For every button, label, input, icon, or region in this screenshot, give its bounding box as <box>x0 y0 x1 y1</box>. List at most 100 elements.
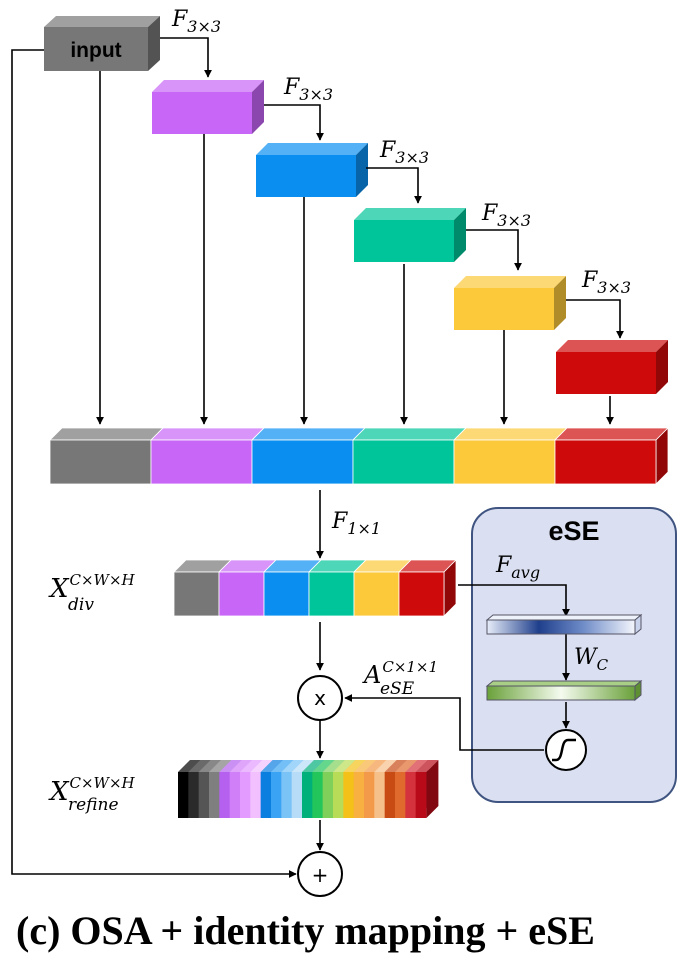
multiply-circle <box>297 675 343 721</box>
concat-segment-2-top <box>150 427 265 441</box>
arrow-attention <box>344 694 544 751</box>
x-refine-segment-4-front <box>209 772 220 818</box>
pointwise-conv-label: F1×1 <box>331 509 381 538</box>
conv-block-4 <box>454 276 566 330</box>
x-refine-segment-1-front <box>178 772 189 818</box>
x-refine-segment-6-top <box>229 760 253 772</box>
conv-label-4: F3×3 <box>481 201 531 230</box>
x-refine-segment-18-top <box>353 760 377 772</box>
x-refine-segment-10-front <box>271 772 282 818</box>
concat-segment-3-front <box>251 439 354 485</box>
x-refine-segment-24-side <box>426 760 439 818</box>
conv-label-2: F3×3 <box>283 75 333 104</box>
multiply-symbol: x <box>314 686 326 710</box>
x-refine-segment-7-top <box>240 760 263 772</box>
concat-segment-5-top <box>453 427 568 441</box>
concat-segment-4-front <box>352 439 455 485</box>
conv-block-2-top <box>256 143 368 155</box>
x-refine-segment-16-top <box>333 760 356 772</box>
arrow-conv-2 <box>264 104 324 141</box>
x-refine-segment-9-front <box>260 772 272 818</box>
fc-vector-top <box>485 680 643 687</box>
attention-sub: eSE <box>380 679 415 699</box>
x-refine-segment-21-front <box>384 772 396 818</box>
x-div-bar <box>173 559 457 617</box>
x-refine-segment-23-top <box>405 760 429 772</box>
conv-block-5 <box>556 340 668 394</box>
x-refine-segment-7-front <box>240 772 251 818</box>
x-refine-segment-23-front <box>405 772 417 818</box>
arrow-conv-3 <box>366 167 422 204</box>
conv-block-3-side <box>454 208 466 262</box>
x-refine-segment-4-top <box>209 760 232 772</box>
conv-label-3: F3×3 <box>379 138 429 167</box>
x-refine-segment-14-front <box>312 772 324 818</box>
conv-block-3-front <box>354 220 454 262</box>
sigmoid-icon <box>555 738 576 762</box>
x-refine-segment-11-front <box>281 772 293 818</box>
concat-segment-1-top <box>49 427 164 441</box>
conv-block-4-top <box>454 276 566 288</box>
x-refine-segment-1-top <box>178 760 201 772</box>
add-op: + <box>297 851 343 897</box>
conv-block-4-front <box>454 288 554 330</box>
concat-segment-4 <box>352 427 467 485</box>
x-refine-segment-24-top <box>415 760 439 772</box>
input-block-side <box>148 16 160 71</box>
concat-segment-5-front <box>453 439 556 485</box>
ese-module: eSE <box>471 507 677 803</box>
conv-block-5-top <box>556 340 668 352</box>
conv-block-3-top <box>354 208 466 220</box>
concat-segment-6-front <box>554 439 657 485</box>
concat-segment-1 <box>49 427 164 485</box>
x-refine-segment-6-front <box>229 772 241 818</box>
conv-label-1: F3×3 <box>171 7 221 36</box>
fc-label: WC <box>574 645 609 674</box>
x-div-segment-3-front <box>263 571 310 617</box>
input-block-front <box>44 27 148 71</box>
concat-segment-3-top <box>251 427 366 441</box>
x-refine-segment-5-front <box>219 772 231 818</box>
x-refine-segment-5-top <box>219 760 243 772</box>
attention-label: AC×1×1 <box>362 658 438 689</box>
concat-segment-5 <box>453 427 568 485</box>
connections <box>11 37 624 878</box>
avg-pool-label: Favg <box>495 553 540 582</box>
x-refine-segment-24-front <box>415 772 427 818</box>
x-refine-bar <box>178 760 439 818</box>
conv-labels: F3×3 F3×3 F3×3 F3×3 F3×3 <box>171 7 631 297</box>
conv-block-2-side <box>356 143 368 197</box>
x-refine-segment-2-front <box>188 772 200 818</box>
input-label: input <box>70 39 121 62</box>
x-refine-segment-20-top <box>374 760 398 772</box>
x-refine-segment-10-top <box>271 760 294 772</box>
x-refine-sub: refine <box>68 795 119 815</box>
x-refine-segment-2-top <box>188 760 212 772</box>
fc-vector <box>486 685 636 701</box>
x-refine-segment-24 <box>415 760 439 818</box>
x-refine-segment-19-top <box>364 760 387 772</box>
x-div-segment-6 <box>398 559 457 617</box>
x-refine-segment-14-top <box>312 760 336 772</box>
x-refine-segment-22-top <box>395 760 418 772</box>
input-block: input <box>44 16 160 71</box>
avg-pool-vector <box>486 619 636 635</box>
x-refine-segment-3-top <box>198 760 222 772</box>
add-symbol: + <box>312 863 329 887</box>
concat-segment-2-front <box>150 439 253 485</box>
x-refine-segment-12-top <box>291 760 315 772</box>
x-div-segment-5-front <box>353 571 400 617</box>
ese-title: eSE <box>548 516 599 546</box>
x-div-segment-1-front <box>173 571 220 617</box>
x-div-segment-4-front <box>308 571 355 617</box>
concat-segment-6 <box>554 427 669 485</box>
arrow-conv-4 <box>466 229 522 271</box>
x-refine-segment-3-front <box>198 772 210 818</box>
x-refine-segment-11-top <box>281 760 305 772</box>
conv-block-3 <box>354 208 466 262</box>
arrow-identity <box>11 49 297 878</box>
x-refine-segment-21-top <box>384 760 408 772</box>
conv-block-1 <box>152 80 264 134</box>
x-refine-segment-8-front <box>250 772 262 818</box>
x-refine-segment-13-top <box>302 760 325 772</box>
